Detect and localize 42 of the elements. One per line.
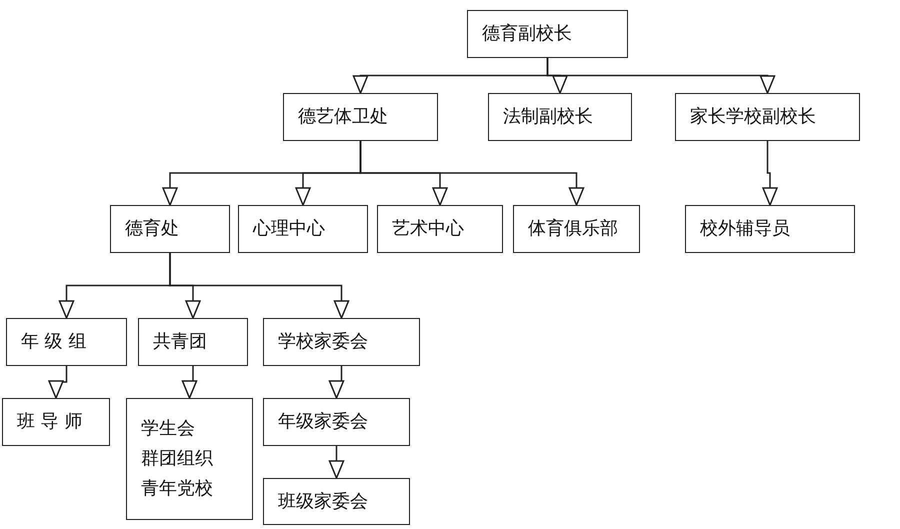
org-box (675, 93, 860, 141)
box-label: 学生会 (141, 417, 196, 441)
box-label: 学校家委会 (278, 330, 369, 354)
arrow (328, 446, 344, 479)
box-label: 德育副校长 (482, 22, 573, 46)
org-box (2, 398, 110, 446)
box-label: 群团组织 (141, 447, 214, 471)
org-box (685, 205, 855, 253)
box-label: 班 导 师 (17, 410, 84, 434)
org-box (110, 205, 230, 253)
box-label: 校外辅导员 (700, 217, 791, 241)
org-box (377, 205, 503, 253)
org-box (488, 93, 632, 141)
box-label: 班级家委会 (278, 490, 369, 514)
arrow (360, 141, 584, 206)
box-label: 年 级 组 (21, 330, 88, 354)
box-label: 家长学校副校长 (690, 105, 817, 129)
org-box (263, 478, 410, 525)
org-box (263, 318, 420, 366)
box-label: 德艺体卫处 (298, 105, 389, 129)
box-label: 心理中心 (253, 217, 326, 241)
arrow (328, 366, 344, 399)
box-label: 德育处 (125, 217, 180, 241)
org-box (138, 318, 248, 366)
box-label: 年级家委会 (278, 410, 369, 434)
org-box (238, 205, 368, 253)
box-label: 体育俱乐部 (528, 217, 619, 241)
box-label: 青年党校 (141, 477, 214, 501)
org-box (6, 318, 127, 366)
org-box (283, 93, 438, 141)
arrow (182, 366, 198, 399)
arrow (169, 253, 350, 319)
org-box (126, 398, 253, 520)
box-label: 艺术中心 (392, 217, 465, 241)
org-box (263, 398, 410, 446)
box-label: 共青团 (153, 330, 208, 354)
box-label: 法制副校长 (503, 105, 594, 129)
arrow (762, 141, 778, 206)
arrow (48, 366, 68, 399)
org-box (467, 10, 628, 58)
org-box (513, 205, 640, 253)
arrow (546, 58, 776, 94)
